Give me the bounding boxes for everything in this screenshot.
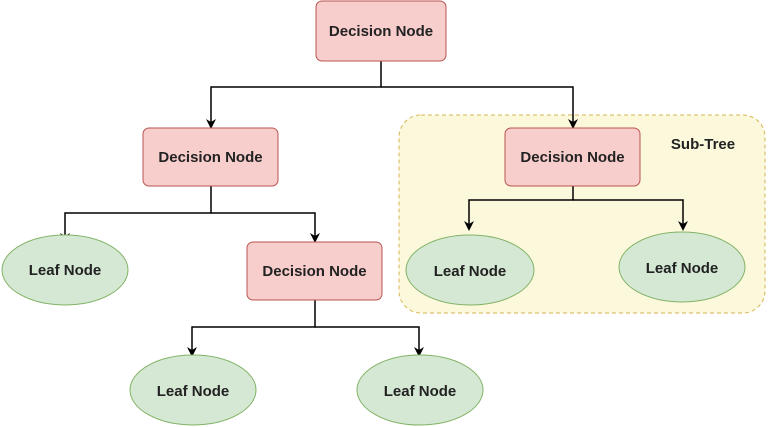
leaf-node-subtree-2: Leaf Node bbox=[618, 231, 746, 303]
subtree-label: Sub-Tree bbox=[671, 136, 735, 153]
node-label: Leaf Node bbox=[157, 383, 230, 400]
node-label: Leaf Node bbox=[29, 262, 102, 279]
leaf-node-left: Leaf Node bbox=[1, 234, 129, 306]
decision-node-left: Decision Node bbox=[142, 127, 279, 187]
edges bbox=[60, 61, 688, 357]
node-label: Decision Node bbox=[262, 263, 366, 280]
edge-right-leaf-1 bbox=[464, 186, 574, 231]
node-label: Decision Node bbox=[329, 23, 433, 40]
edge-left-inner bbox=[211, 212, 320, 243]
edge-root-right bbox=[381, 86, 578, 129]
decision-node-left-inner: Decision Node bbox=[246, 241, 383, 301]
edge-left-leaf bbox=[60, 186, 212, 243]
leaf-node-subtree-1: Leaf Node bbox=[405, 234, 535, 306]
node-label: Leaf Node bbox=[646, 260, 719, 277]
node-label: Leaf Node bbox=[384, 383, 457, 400]
leaf-node-inner-1: Leaf Node bbox=[129, 354, 257, 426]
decision-node-right: Decision Node bbox=[504, 127, 641, 187]
edge-inner-leaf-2 bbox=[315, 326, 424, 357]
leaf-node-inner-2: Leaf Node bbox=[356, 354, 484, 426]
edge-inner-leaf-1 bbox=[187, 300, 316, 357]
node-label: Decision Node bbox=[158, 149, 262, 166]
edge-root-left bbox=[206, 61, 382, 129]
node-label: Decision Node bbox=[520, 149, 624, 166]
edge-right-leaf-2 bbox=[573, 199, 688, 231]
decision-node-root: Decision Node bbox=[315, 0, 447, 62]
node-label: Leaf Node bbox=[434, 263, 507, 280]
